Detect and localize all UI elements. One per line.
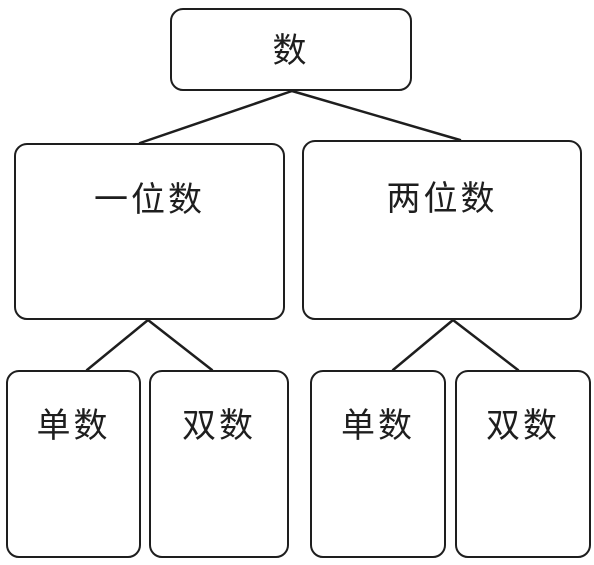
node-two-digit-even: 双数 (455, 370, 591, 558)
connector-two-digit-to-odd (391, 318, 455, 372)
node-one-digit: 一位数 (14, 143, 285, 320)
node-one-digit-label: 一位数 (94, 180, 205, 220)
node-two-digit-odd: 单数 (310, 370, 446, 558)
node-two-digit-label: 两位数 (386, 179, 498, 219)
node-root-label: 数 (272, 31, 310, 71)
node-one-digit-even: 双数 (149, 370, 289, 558)
node-two-digit: 两位数 (302, 140, 582, 320)
connector-root-to-one-digit (138, 89, 294, 145)
node-one-digit-odd: 单数 (6, 370, 141, 558)
connector-two-digit-to-even (451, 318, 520, 372)
connector-root-to-two-digit (290, 89, 462, 142)
node-root: 数 (170, 8, 412, 91)
node-two-digit-even-label: 双数 (486, 406, 560, 446)
connector-one-digit-to-even (146, 318, 214, 372)
node-one-digit-odd-label: 单数 (36, 406, 111, 446)
node-one-digit-even-label: 双数 (182, 406, 256, 446)
connector-one-digit-to-odd (85, 318, 150, 372)
node-two-digit-odd-label: 单数 (341, 406, 415, 446)
